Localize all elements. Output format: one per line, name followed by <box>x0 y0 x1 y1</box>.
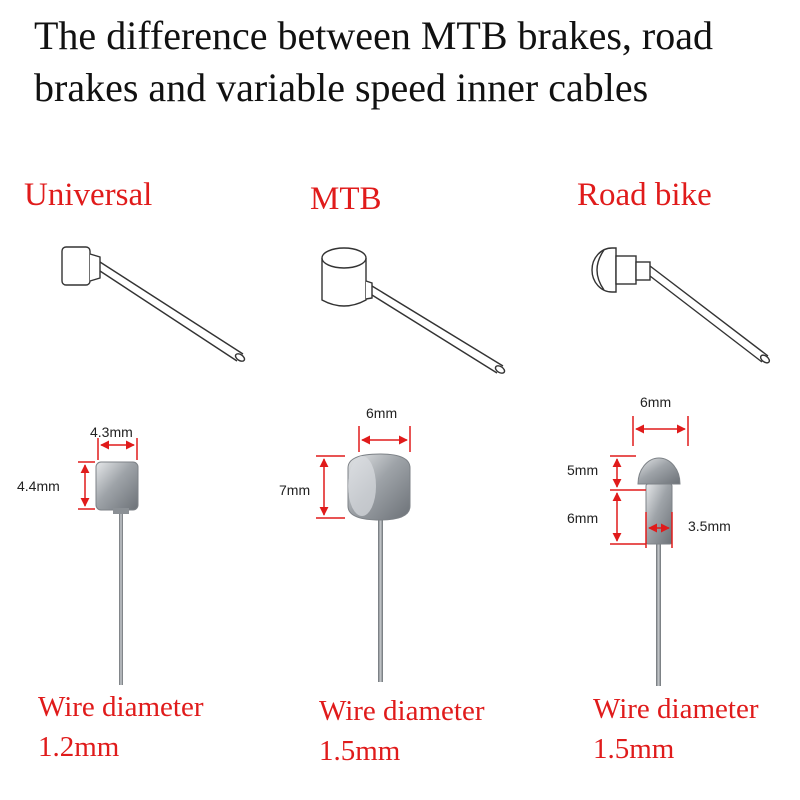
road-bike-neck-height-dimension <box>610 492 646 545</box>
road-bike-width-label: 6mm <box>640 394 671 410</box>
road-bike-width-dimension <box>632 416 689 446</box>
universal-height-label: 4.4mm <box>17 478 60 494</box>
road-bike-head-height-label: 5mm <box>567 462 598 478</box>
road-bike-head-height-dimension <box>610 455 646 491</box>
road-bike-wire-value: 1.5mm <box>593 733 675 765</box>
mtb-wire-label: Wire diameter <box>319 695 485 727</box>
mtb-wire-value: 1.5mm <box>319 735 401 767</box>
mtb-cable-photo <box>347 453 411 682</box>
universal-width-label: 4.3mm <box>90 424 133 440</box>
road-bike-wire-label: Wire diameter <box>593 693 759 725</box>
road-bike-neck-width-label: 3.5mm <box>688 518 731 534</box>
mtb-height-dimension <box>316 455 345 519</box>
page-title: The difference between MTB brakes, road … <box>34 13 713 110</box>
road-bike-neck-width-dimension <box>645 512 673 548</box>
mtb-height-label: 7mm <box>279 482 310 498</box>
mtb-heading: MTB <box>310 181 382 217</box>
universal-wire-value: 1.2mm <box>38 731 120 763</box>
mtb-line-drawing <box>321 247 506 374</box>
universal-heading: Universal <box>24 177 153 213</box>
road-bike-heading: Road bike <box>577 177 712 213</box>
universal-width-dimension <box>97 438 138 460</box>
universal-line-drawing <box>61 246 246 362</box>
universal-wire-label: Wire diameter <box>38 691 204 723</box>
universal-height-dimension <box>78 461 95 510</box>
mtb-width-label: 6mm <box>366 405 397 421</box>
road-bike-neck-height-label: 6mm <box>567 510 598 526</box>
road-bike-cable-photo <box>637 457 681 686</box>
mtb-width-dimension <box>358 426 411 452</box>
road-bike-line-drawing <box>591 247 771 364</box>
universal-cable-photo <box>95 461 139 685</box>
